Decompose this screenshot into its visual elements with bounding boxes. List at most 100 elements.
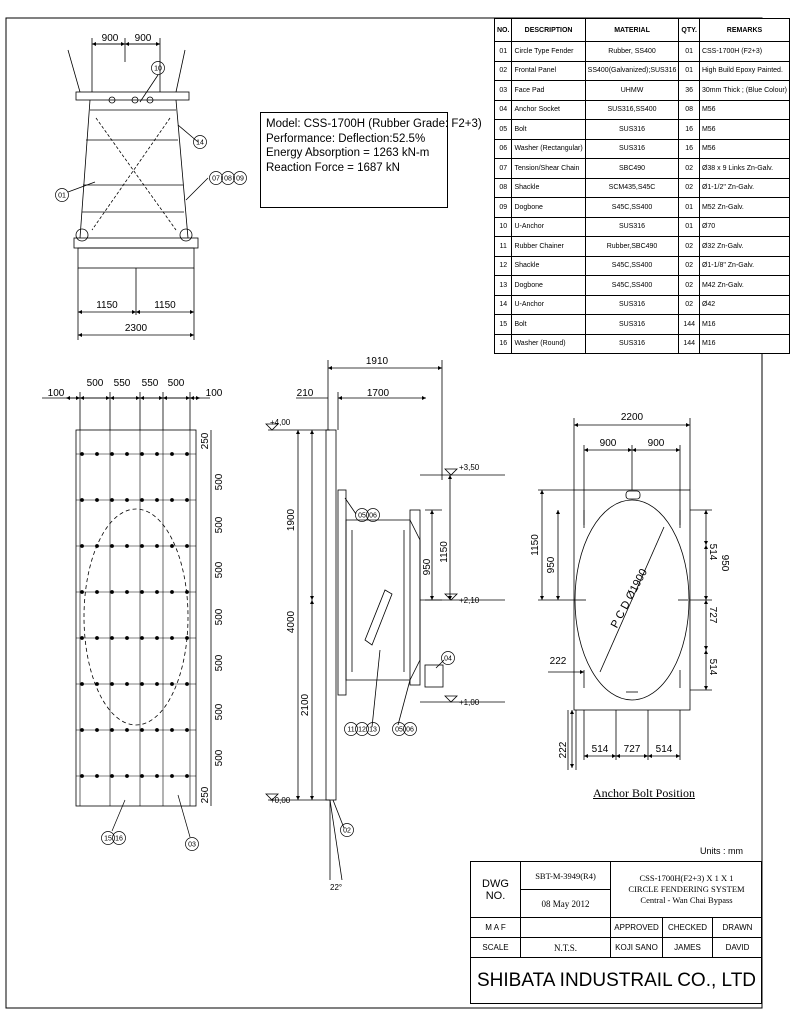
top-view-callouts <box>55 61 247 202</box>
bolt-mark <box>155 728 159 732</box>
bolt-mark <box>140 636 144 640</box>
table-cell-qty: 02 <box>678 275 700 296</box>
table-cell-no: 01 <box>493 41 513 62</box>
table-cell-remarks: 30mm Thick ; (Blue Colour) <box>698 80 790 101</box>
table-cell-remarks: Ø1-1/2" Zn-Galv. <box>698 177 790 198</box>
bolt-mark <box>110 774 114 778</box>
bolt-mark <box>170 774 174 778</box>
drawing-canvas: 900 900 1150 1150 2300 10 14 01 07 08 09… <box>5 17 763 1009</box>
callout-label: 15 <box>104 836 112 843</box>
bolt-mark <box>95 498 99 502</box>
callout-label: 06 <box>406 727 414 734</box>
bolt-mark <box>170 498 174 502</box>
dim-label: 550 <box>114 378 131 389</box>
table-cell-qty: 08 <box>678 99 700 120</box>
project-line1: CSS-1700H(F2+3) X 1 X 1 <box>639 873 734 883</box>
dwg-no-label: DWG NO. <box>471 862 521 918</box>
dim-label: 250 <box>200 786 211 803</box>
bolt-mark <box>110 498 114 502</box>
dim-label: 514 <box>592 744 609 755</box>
dim-label: 2100 <box>300 693 311 716</box>
table-cell-remarks: Ø38 x 9 Links Zn-Galv. <box>698 158 790 179</box>
table-cell-no: 07 <box>493 158 513 179</box>
bolt-mark <box>110 590 114 594</box>
dim-label: 950 <box>422 558 433 575</box>
bolt-mark <box>170 636 174 640</box>
bolt-mark <box>140 498 144 502</box>
dim-label: 250 <box>200 432 211 449</box>
bolt-mark <box>80 636 84 640</box>
bolt-mark <box>95 774 99 778</box>
bolt-mark <box>155 452 159 456</box>
table-cell-description: U-Anchor <box>511 216 586 237</box>
bolt-mark <box>80 452 84 456</box>
table-cell-description: Dogbone <box>511 197 586 218</box>
dim-label: 727 <box>707 607 718 624</box>
table-cell-no: 16 <box>493 333 513 354</box>
bolt-mark <box>95 682 99 686</box>
table-cell-material: SUS316,SS400 <box>584 99 680 120</box>
pcd-label: P C D Ø1900 <box>609 567 650 630</box>
table-cell-description: Circle Type Fender <box>511 41 586 62</box>
table-cell-description: Anchor Socket <box>511 99 586 120</box>
table-cell-description: Face Pad <box>511 80 586 101</box>
table-header-row: NO. DESCRIPTION MATERIAL QTY. REMARKS <box>493 18 790 42</box>
table-cell-no: 11 <box>493 236 513 257</box>
dim-label: 900 <box>600 438 617 449</box>
approver-name: KOJI SANO <box>611 938 663 958</box>
table-cell-material: SUS316 <box>584 314 680 335</box>
table-cell-no: 13 <box>493 275 513 296</box>
callout-label: 09 <box>236 176 244 183</box>
scale-label: SCALE <box>471 938 521 958</box>
frontal-panel-outline <box>75 429 197 807</box>
bolt-mark <box>170 590 174 594</box>
table-cell-description: Bolt <box>511 314 586 335</box>
table-cell-qty: 01 <box>678 41 700 62</box>
table-cell-qty: 144 <box>678 314 700 335</box>
table-cell-description: Dogbone <box>511 275 586 296</box>
callout-label: 04 <box>444 656 452 663</box>
dim-label: 1150 <box>154 300 176 311</box>
table-cell-description: Shackle <box>511 177 586 198</box>
table-cell-material: SCM435,S45C <box>584 177 680 198</box>
dim-label: 1900 <box>286 508 297 531</box>
dim-label: 1150 <box>439 541 450 563</box>
bolt-mark <box>185 544 189 548</box>
bolt-mark <box>110 728 114 732</box>
bolt-mark <box>95 728 99 732</box>
project-line2: CIRCLE FENDERING SYSTEM <box>628 884 745 894</box>
table-cell-description: U-Anchor <box>511 294 586 315</box>
table-cell-material: SUS316 <box>584 294 680 315</box>
table-cell-description: Tension/Shear Chain <box>511 158 586 179</box>
table-cell-qty: 02 <box>678 294 700 315</box>
bolt-mark <box>95 590 99 594</box>
bolt-mark <box>95 544 99 548</box>
bolt-mark <box>95 452 99 456</box>
table-cell-qty: 144 <box>678 333 700 354</box>
dim-label: 210 <box>297 388 314 399</box>
table-cell-no: 08 <box>493 177 513 198</box>
table-cell-qty: 02 <box>678 177 700 198</box>
scale-value: N.T.S. <box>521 938 611 958</box>
bolt-mark <box>155 774 159 778</box>
level-label: +3,50 <box>459 463 480 472</box>
table-cell-remarks: M56 <box>698 99 790 120</box>
bolt-mark <box>185 774 189 778</box>
maf-value <box>521 918 611 938</box>
dim-label: 500 <box>214 608 225 625</box>
anchor-view <box>538 418 712 770</box>
bolt-mark <box>155 498 159 502</box>
table-cell-no: 05 <box>493 119 513 140</box>
header-remarks: REMARKS <box>698 18 790 42</box>
dim-label: 2300 <box>125 323 148 334</box>
table-cell-remarks: M16 <box>698 314 790 335</box>
bolt-mark <box>110 544 114 548</box>
table-cell-description: Washer (Rectangular) <box>511 138 586 159</box>
company-name: SHIBATA INDUSTRAIL CO., LTD <box>476 969 757 991</box>
